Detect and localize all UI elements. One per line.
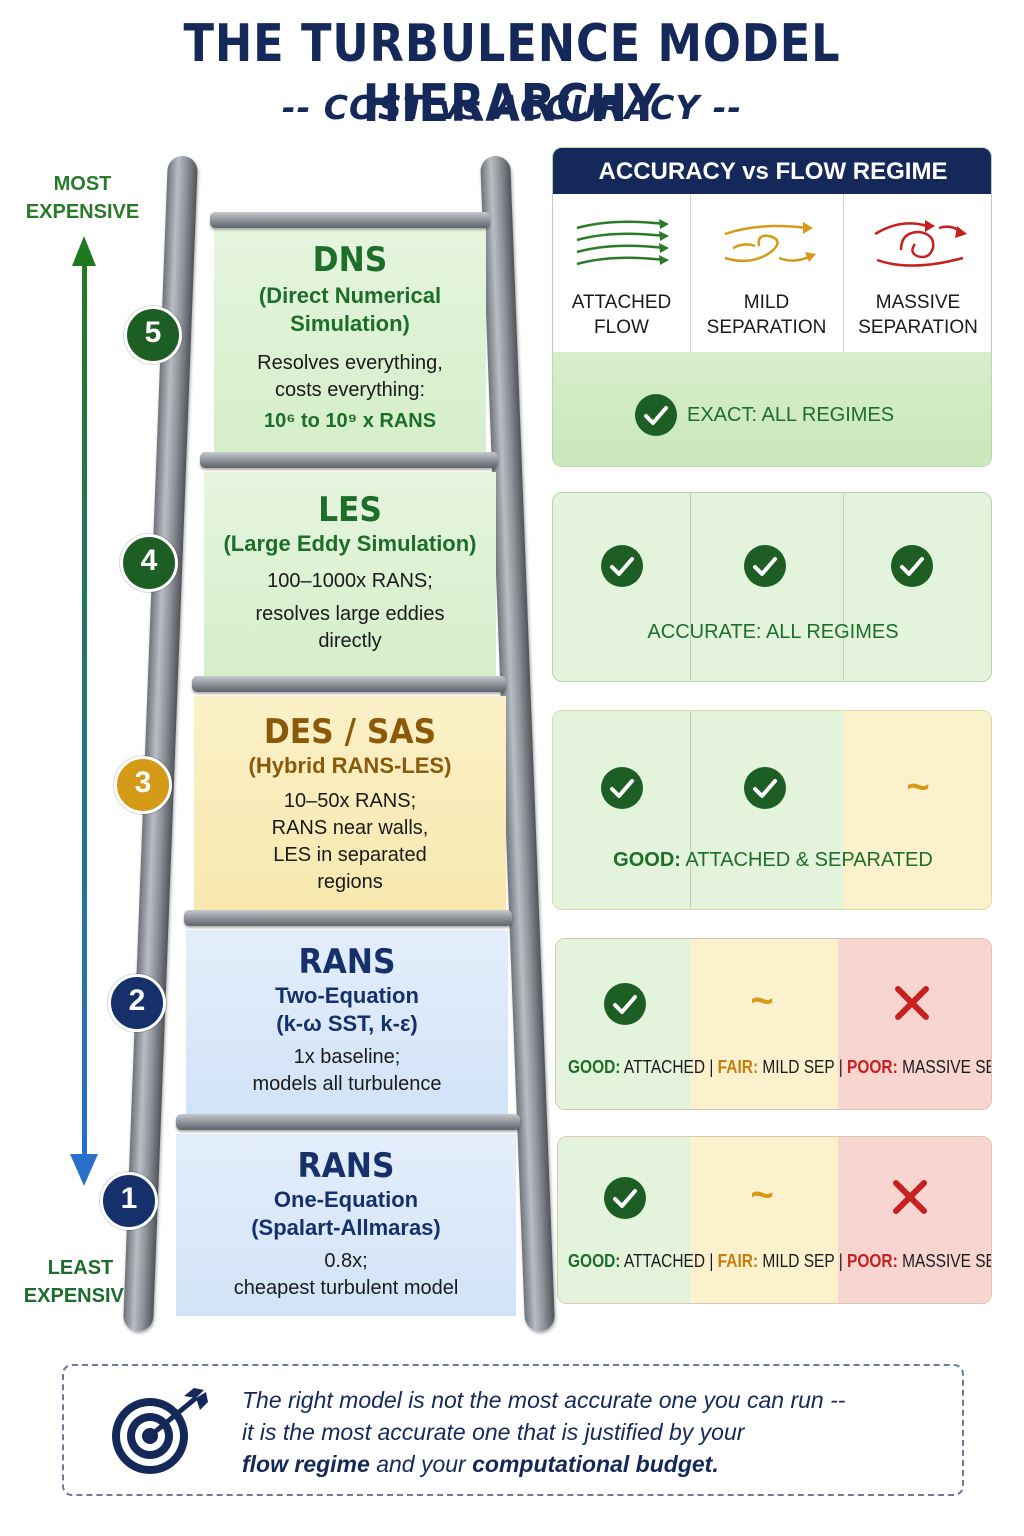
page-subtitle: -- COST vs ACCURACY -- xyxy=(281,88,743,127)
tilde-icon: ~ xyxy=(906,765,930,809)
check-icon xyxy=(635,394,677,436)
row-5-label: EXACT: ALL REGIMES xyxy=(687,404,895,426)
regime-row-1: ~ GOOD: ATTACHED | FAIR: MILD SEP | POOR… xyxy=(557,1136,992,1304)
row-3-label: GOOD: ATTACHED & SEPARATED xyxy=(613,849,933,871)
attached-flow-icon xyxy=(576,219,669,266)
regime-table-top: ACCURACY vs FLOW REGIME ATTACHED FLOW xyxy=(552,147,992,467)
level-5-subtitle: (Direct Numerical Simulation) xyxy=(258,283,442,336)
level-4-subtitle: (Large Eddy Simulation) xyxy=(223,531,477,556)
regime-row-5: EXACT: ALL REGIMES xyxy=(553,352,991,466)
footer-callout: The right model is not the most accurate… xyxy=(62,1364,964,1496)
level-3-desc-3: LES in separated regions xyxy=(273,844,427,893)
level-3-badge: 3 xyxy=(114,756,172,814)
regime-columns: ATTACHED FLOW MILD SEPARATION xyxy=(553,194,991,352)
tilde-icon: ~ xyxy=(750,1173,774,1217)
level-1-subtitle-1: One-Equation xyxy=(273,1187,419,1212)
check-icon xyxy=(744,545,786,587)
ladder-rung xyxy=(192,676,506,692)
level-4-badge: 4 xyxy=(120,534,178,592)
level-2-badge: 2 xyxy=(108,974,166,1032)
column-massive-separation: MASSIVE SEPARATION xyxy=(858,292,978,338)
level-2-title: RANS xyxy=(298,942,396,982)
column-attached-flow: ATTACHED FLOW xyxy=(571,292,672,338)
regime-row-3: ~ GOOD: ATTACHED & SEPARATED xyxy=(552,710,992,910)
row-2-label: GOOD: ATTACHED | FAIR: MILD SEP | POOR: … xyxy=(568,1057,991,1077)
column-mild-separation: MILD SEPARATION xyxy=(706,292,827,338)
check-icon xyxy=(891,545,933,587)
level-4-panel: LES (Large Eddy Simulation) 100–1000x RA… xyxy=(204,472,496,678)
level-5-cost: 10⁶ to 10⁹ x RANS xyxy=(263,410,437,432)
level-3-desc-2: RANS near walls, xyxy=(271,817,429,839)
check-icon xyxy=(604,983,646,1025)
cross-icon xyxy=(895,986,929,1020)
level-1-badge: 1 xyxy=(100,1172,158,1230)
check-icon xyxy=(604,1177,646,1219)
ladder-rung xyxy=(200,452,498,468)
check-icon xyxy=(601,545,643,587)
check-icon xyxy=(744,767,786,809)
ladder-rung xyxy=(210,212,490,228)
level-2-subtitle-2: (k-ω SST, k-ε) xyxy=(276,1011,418,1036)
tilde-icon: ~ xyxy=(750,979,774,1023)
cross-icon xyxy=(893,1180,927,1214)
least-expensive-label: LEAST EXPENSIVE xyxy=(23,1257,138,1307)
row-4-label: ACCURATE: ALL REGIMES xyxy=(647,621,899,643)
level-1-desc-2: cheapest turbulent model xyxy=(233,1277,459,1299)
cost-axis-arrow-icon xyxy=(70,236,98,1186)
level-1-panel: RANS One-Equation (Spalart-Allmaras) 0.8… xyxy=(176,1134,516,1316)
ladder-rung xyxy=(176,1114,520,1130)
level-3-subtitle: (Hybrid RANS-LES) xyxy=(248,753,452,778)
level-3-desc-1: 10–50x RANS; xyxy=(283,790,417,812)
level-4-desc-1: 100–1000x RANS; xyxy=(267,570,433,592)
regime-row-4: ACCURATE: ALL REGIMES xyxy=(552,492,992,682)
ladder-rung xyxy=(184,910,512,926)
level-5-title: DNS xyxy=(312,240,388,280)
level-4-desc-2: resolves large eddies directly xyxy=(255,603,445,652)
most-expensive-label: MOST EXPENSIVE xyxy=(25,173,140,223)
level-5-desc-1: Resolves everything, xyxy=(257,352,443,374)
level-2-panel: RANS Two-Equation (k-ω SST, k-ε) 1x base… xyxy=(186,930,508,1114)
level-1-desc-1: 0.8x; xyxy=(324,1250,368,1272)
level-2-desc-2: models all turbulence xyxy=(252,1073,442,1095)
level-1-title: RANS xyxy=(297,1146,395,1186)
level-3-panel: DES / SAS (Hybrid RANS-LES) 10–50x RANS;… xyxy=(194,696,506,910)
target-icon xyxy=(112,1388,208,1474)
mild-separation-icon xyxy=(724,222,816,263)
level-3-title: DES / SAS xyxy=(263,712,437,752)
page-title: THE TURBULENCE MODEL HIERARCHY xyxy=(183,14,841,134)
footer-text: The right model is not the most accurate… xyxy=(242,1387,846,1477)
regime-table-header: ACCURACY vs FLOW REGIME xyxy=(553,148,991,194)
level-5-panel: DNS (Direct Numerical Simulation) Resolv… xyxy=(214,228,486,454)
level-2-desc-1: 1x baseline; xyxy=(293,1046,401,1068)
check-icon xyxy=(601,767,643,809)
level-1-subtitle-2: (Spalart-Allmaras) xyxy=(251,1215,441,1240)
regime-row-2: ~ GOOD: ATTACHED | FAIR: MILD SEP | POOR… xyxy=(555,938,992,1110)
level-5-desc-2: costs everything: xyxy=(274,379,426,401)
level-5-badge: 5 xyxy=(124,306,182,364)
row-1-label: GOOD: ATTACHED | FAIR: MILD SEP | POOR: … xyxy=(568,1251,991,1271)
level-2-subtitle-1: Two-Equation xyxy=(275,983,419,1008)
level-4-title: LES xyxy=(318,490,382,530)
massive-separation-icon xyxy=(874,220,967,267)
